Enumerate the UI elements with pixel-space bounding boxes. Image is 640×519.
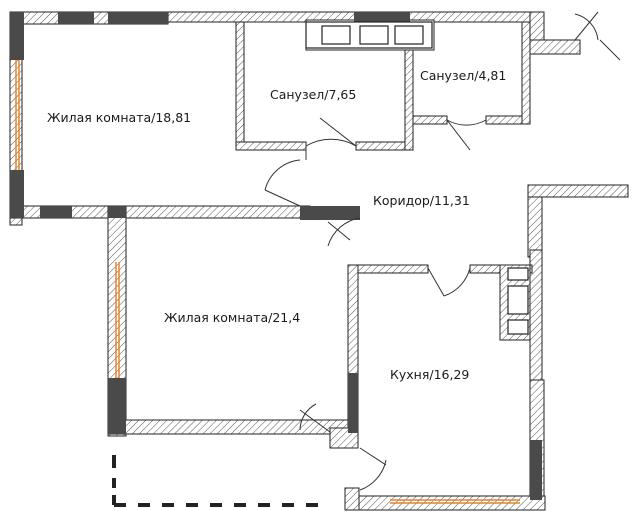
windows: [15, 60, 520, 504]
doors: [264, 11, 621, 491]
columns: [10, 12, 542, 500]
room-label-living-room-1: Жилая комната/18,81: [47, 110, 192, 125]
ventilation-shafts: [305, 21, 529, 335]
room-label-kitchen: Кухня/16,29: [390, 367, 470, 382]
balcony-outline: [112, 455, 318, 507]
room-label-bathroom-1: Санузел/7,65: [270, 87, 357, 102]
room-label-corridor: Коридор/11,31: [373, 193, 470, 208]
room-label-living-room-2: Жилая комната/21,4: [164, 310, 301, 325]
room-label-bathroom-2: Санузел/4,81: [420, 68, 507, 83]
